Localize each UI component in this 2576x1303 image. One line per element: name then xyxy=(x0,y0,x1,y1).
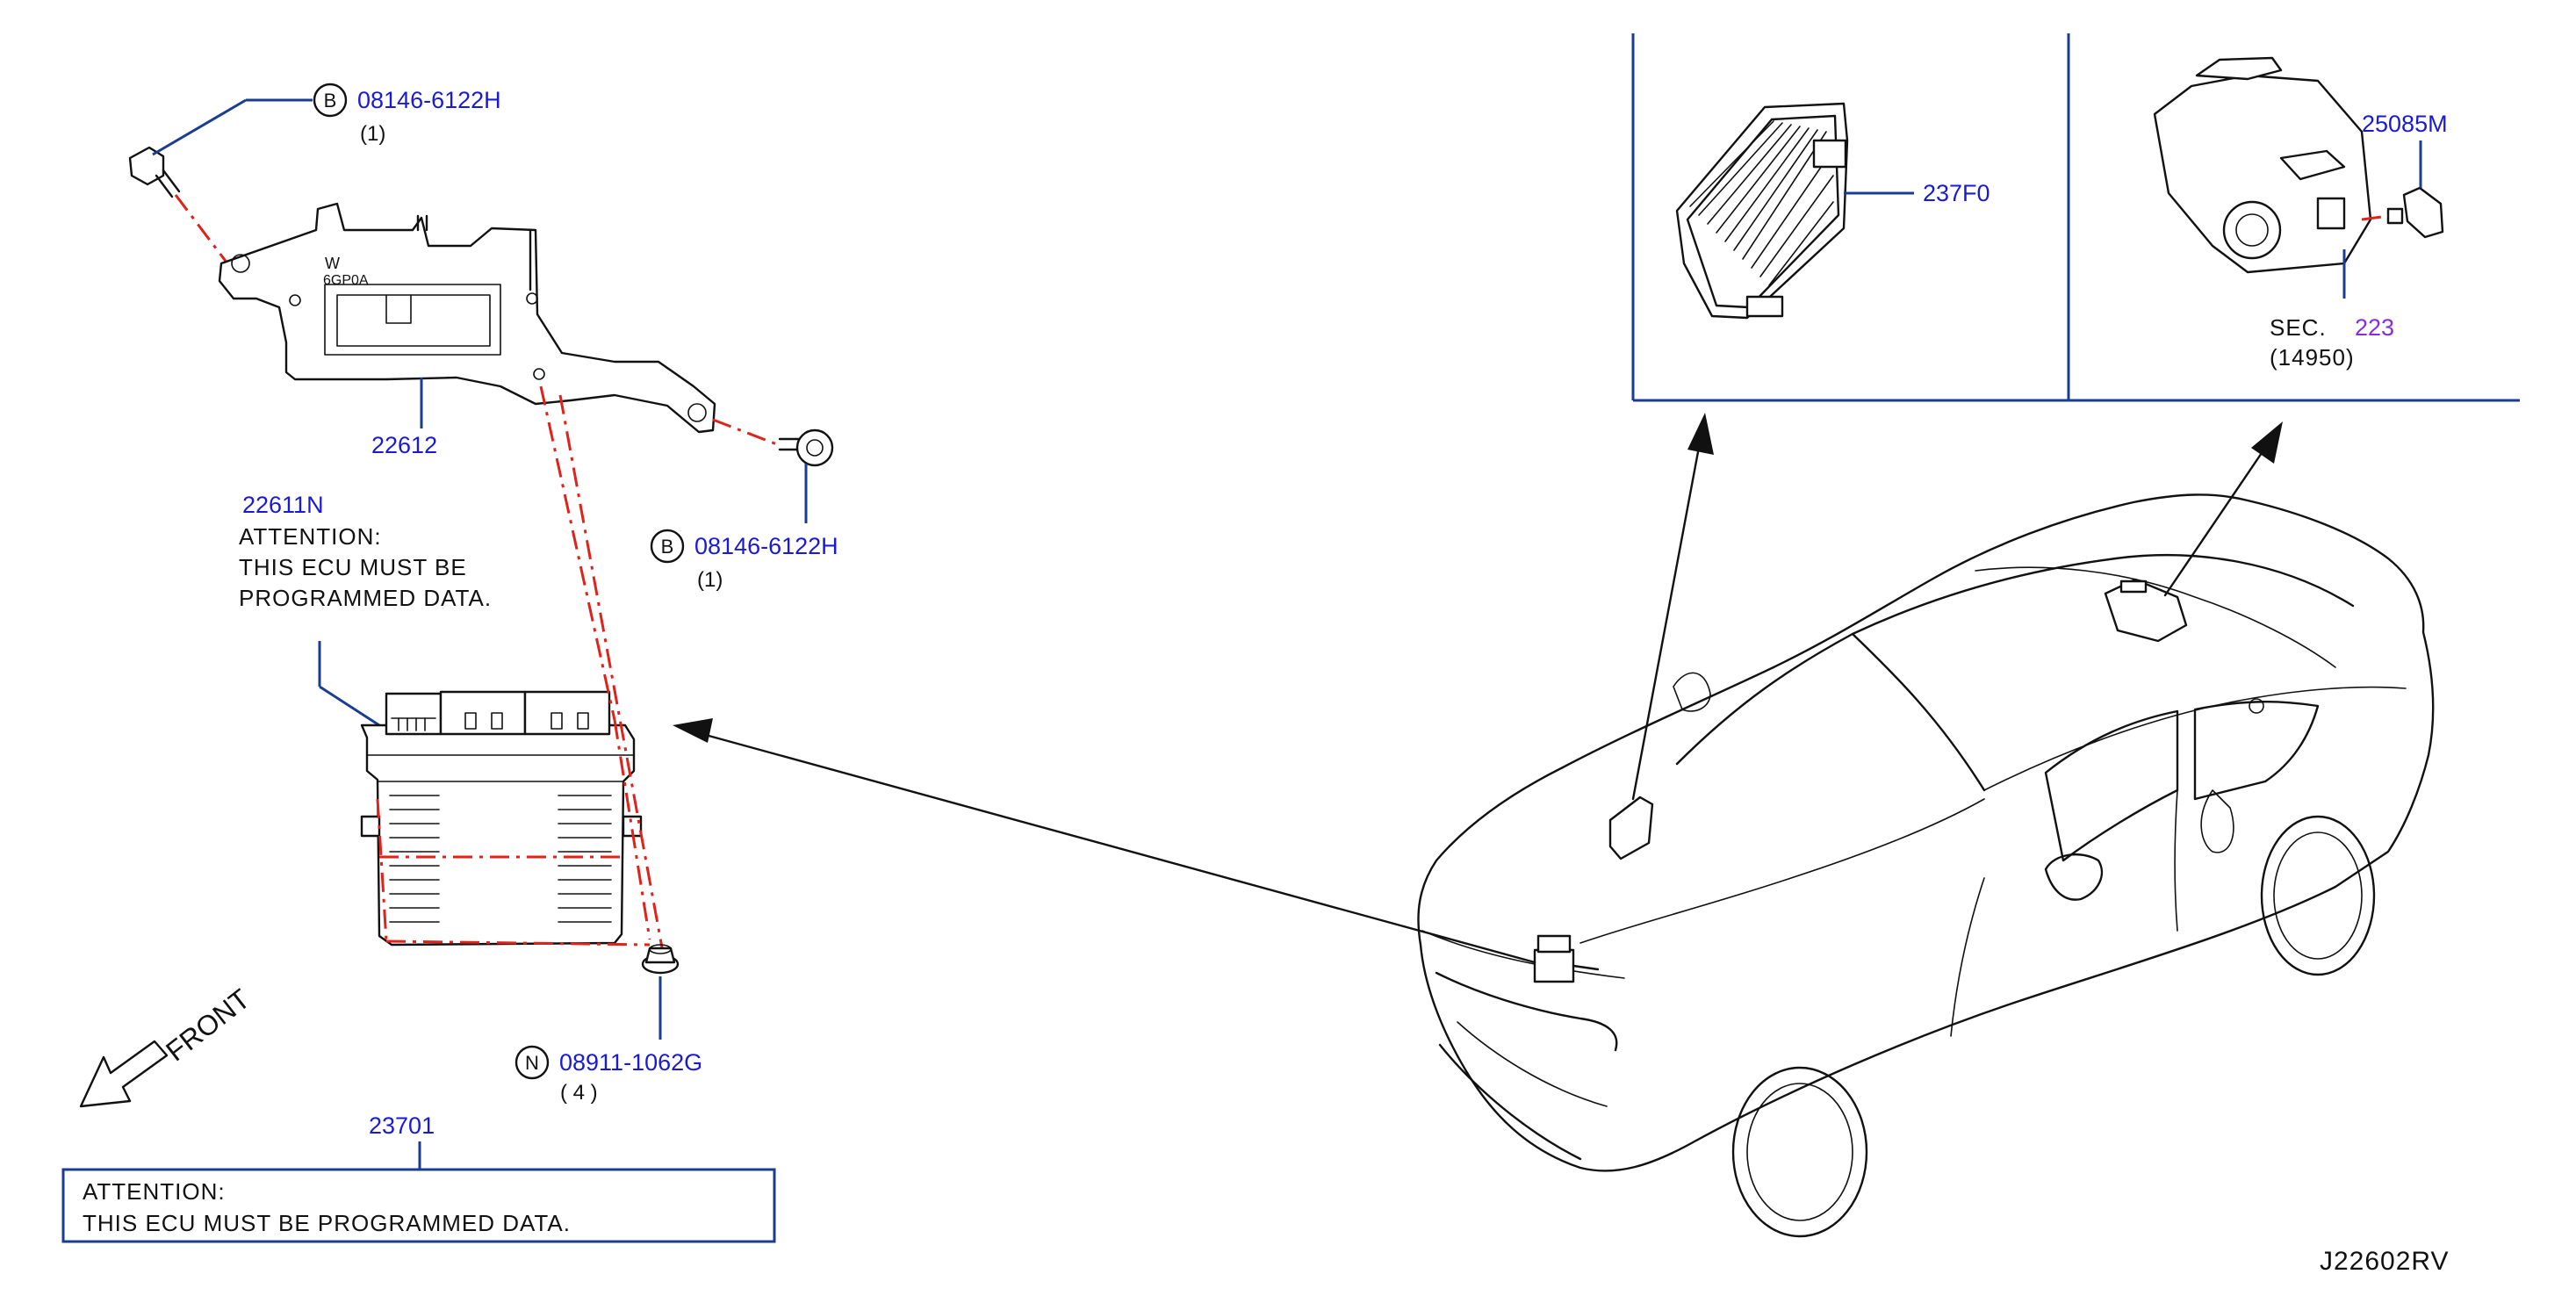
ecu-unit-attention-1: ATTENTION: xyxy=(239,523,382,550)
module-237f0-part-no: 237F0 xyxy=(1923,180,1990,206)
section-ref-prefix: SEC. xyxy=(2270,314,2327,341)
bracket-to-nut-guide xyxy=(558,394,666,958)
ecu-unit-attention-3: PROGRAMMED DATA. xyxy=(239,585,492,611)
ecu-assembly-attention-box xyxy=(61,1168,776,1243)
ecu-unit-attention-2: THIS ECU MUST BE xyxy=(239,554,467,580)
upper-bolt-symbol: B xyxy=(313,83,348,118)
front-label: FRONT xyxy=(160,983,255,1067)
upper-bolt-drawing xyxy=(128,98,313,268)
section-ref-number: 223 xyxy=(2355,314,2394,341)
bracket-part-no: 22612 xyxy=(371,432,437,458)
ecu-assembly-attention-2: THIS ECU MUST BE PROGRAMMED DATA. xyxy=(83,1210,571,1236)
upper-bolt-part-no: 08146-6122H xyxy=(357,87,501,113)
module-237f0-drawing xyxy=(1675,102,1914,320)
diagram-id: J22602RV xyxy=(2320,1247,2450,1276)
car-ecu-marker xyxy=(1533,934,1600,983)
arrow-to-module xyxy=(1631,413,1714,801)
nut-qty: ( 4 ) xyxy=(560,1081,598,1105)
car-sensor-marker xyxy=(2104,578,2188,643)
bracket-to-ecu-guide xyxy=(539,385,616,721)
ecu-unit-part-no: 22611N xyxy=(242,492,324,518)
nut-drawing xyxy=(641,944,680,1040)
sensor-assembly-drawing xyxy=(2153,56,2444,299)
right-bolt-drawing xyxy=(712,418,834,523)
svg-text:6GP0A: 6GP0A xyxy=(323,273,369,288)
upper-bolt-qty: (1) xyxy=(360,122,385,146)
svg-text:B: B xyxy=(661,536,674,558)
bracket-drawing: W 6GP0A xyxy=(218,202,716,434)
right-bolt-part-no: 08146-6122H xyxy=(694,533,838,559)
inset-frame xyxy=(1631,33,2520,402)
nut-symbol: N xyxy=(514,1045,550,1080)
sensor-part-no: 25085M xyxy=(2362,111,2448,137)
car-module-marker xyxy=(1608,795,1654,860)
front-arrow-icon xyxy=(79,1040,169,1108)
svg-text:B: B xyxy=(324,90,337,112)
ecu-unit-drawing xyxy=(318,641,651,947)
arrow-to-sensor xyxy=(2163,421,2283,597)
section-ref-sub: (14950) xyxy=(2270,344,2355,371)
arrow-to-ecu xyxy=(673,718,1536,964)
car-outline-drawing xyxy=(1417,493,2435,1238)
svg-text:N: N xyxy=(525,1052,539,1074)
ecu-assembly-part-no: 23701 xyxy=(369,1112,435,1139)
nut-part-no: 08911-1062G xyxy=(559,1049,702,1076)
right-bolt-symbol: B xyxy=(650,529,685,564)
ecu-assembly-attention-1: ATTENTION: xyxy=(83,1178,226,1205)
right-bolt-qty: (1) xyxy=(697,568,723,592)
svg-text:W: W xyxy=(325,255,340,272)
